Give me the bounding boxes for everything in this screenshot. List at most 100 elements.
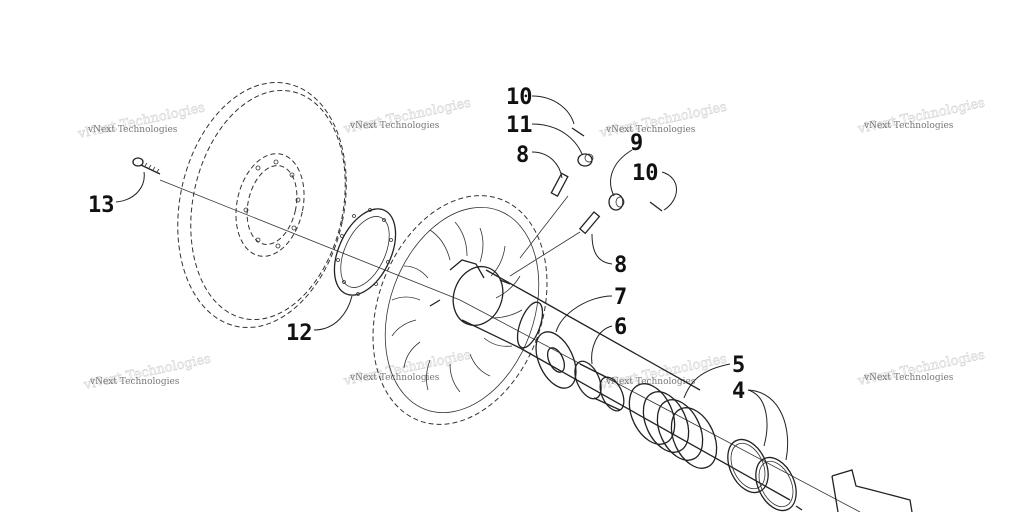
spring-coil xyxy=(628,383,676,445)
cam-tab xyxy=(795,505,803,511)
callout-7: 7 xyxy=(614,285,627,310)
watermark-8: vNext Technologies vNext Technologies xyxy=(855,347,986,389)
hole xyxy=(389,238,393,242)
vane xyxy=(449,363,461,393)
part-11-roller xyxy=(577,153,594,167)
washer-inner xyxy=(546,347,566,373)
leader-4-b xyxy=(747,389,789,461)
watermark-text-3: vNext Technologies xyxy=(605,125,696,135)
pin-body xyxy=(649,201,663,212)
bushing-back xyxy=(599,376,625,412)
leader-12 xyxy=(313,295,353,331)
vane xyxy=(391,296,421,301)
hole xyxy=(243,207,249,213)
part-shaft xyxy=(519,299,791,501)
vane xyxy=(483,337,513,347)
watermark-ghost-1: vNext Technologies xyxy=(76,100,206,142)
bolt-shank xyxy=(140,164,161,175)
sheave-hub-outer xyxy=(235,153,305,257)
part-cam-bracket xyxy=(795,469,913,512)
vane xyxy=(426,359,431,391)
leader-6 xyxy=(591,325,613,365)
watermark-2: vNext Technologies vNext Technologies xyxy=(341,95,472,138)
part-moveable-sheave xyxy=(372,195,548,425)
hole xyxy=(374,282,378,286)
callout-6: 6 xyxy=(614,315,627,340)
watermark-1: vNext Technologies vNext Technologies xyxy=(75,100,206,142)
hole xyxy=(336,258,340,262)
leader-4-a xyxy=(747,389,768,447)
ring-b-inner xyxy=(758,460,794,508)
watermark-text-5: vNext Technologies xyxy=(89,377,180,387)
gasket-outer xyxy=(333,208,397,296)
vane xyxy=(479,227,484,263)
sheave-face xyxy=(384,206,540,414)
leader-8a xyxy=(531,151,563,179)
gasket-inner xyxy=(340,216,390,288)
hole xyxy=(255,237,261,243)
hole xyxy=(255,165,261,171)
part-6-bushing xyxy=(574,360,625,412)
spring-coil xyxy=(656,399,704,461)
leader-11 xyxy=(531,123,583,155)
vane xyxy=(429,229,451,261)
hole xyxy=(342,280,346,284)
part-13-bolt xyxy=(132,157,161,175)
watermark-text-6: vNext Technologies xyxy=(349,373,440,383)
roller-face xyxy=(615,196,625,208)
callout-8-lower: 8 xyxy=(614,253,627,278)
watermark-text-2: vNext Technologies xyxy=(349,121,440,131)
watermark-ghost-6: vNext Technologies xyxy=(342,348,472,390)
watermark-ghost-5: vNext Technologies xyxy=(82,352,212,394)
shaft-end xyxy=(516,301,544,349)
watermark-text-4: vNext Technologies xyxy=(863,121,954,131)
hole xyxy=(273,159,279,165)
hole xyxy=(289,172,295,178)
callout-9: 9 xyxy=(630,131,643,156)
watermark-7: vNext Technologies vNext Technologies xyxy=(597,351,728,394)
vane xyxy=(469,353,491,377)
pin-body xyxy=(578,211,601,235)
watermark-ghost-3: vNext Technologies xyxy=(598,100,728,142)
leader-lines xyxy=(115,95,789,461)
leader-13 xyxy=(115,171,145,203)
watermark-5: vNext Technologies vNext Technologies xyxy=(81,351,212,394)
vane xyxy=(454,221,468,257)
watermark-4: vNext Technologies vNext Technologies xyxy=(855,95,986,137)
hole xyxy=(368,208,372,212)
vane xyxy=(403,341,421,369)
part-5-spring xyxy=(628,383,718,469)
bolt-head xyxy=(132,157,144,167)
leader-10b xyxy=(661,171,677,211)
spring-coil xyxy=(670,407,718,469)
callout-13: 13 xyxy=(88,193,115,218)
sheave-inner-rim xyxy=(190,89,346,321)
part-8-pin-lower xyxy=(509,211,601,277)
part-10-pin-right xyxy=(649,201,663,212)
watermark-ghost-2: vNext Technologies xyxy=(342,96,472,138)
hole xyxy=(356,292,360,296)
hole xyxy=(275,243,281,249)
leader-10a xyxy=(531,95,575,125)
spider-hub xyxy=(452,265,504,327)
sheave-outer-dashed xyxy=(372,195,548,425)
shaft-lower-edge xyxy=(519,347,791,501)
part-9-roller xyxy=(608,193,625,211)
bushing-front xyxy=(574,360,602,400)
watermark-text-8: vNext Technologies xyxy=(863,373,954,383)
pin-body xyxy=(550,172,569,197)
roller-body xyxy=(608,193,624,211)
watermark-text-7: vNext Technologies xyxy=(605,377,696,387)
leader-5 xyxy=(683,363,731,399)
hole xyxy=(352,214,356,218)
callout-4: 4 xyxy=(732,379,745,404)
spring-coil xyxy=(642,391,690,453)
sheave-bolt-holes xyxy=(243,159,301,249)
watermark-ghost-7: vNext Technologies xyxy=(598,352,728,394)
leader-8b xyxy=(591,233,613,265)
sheave-outer-rim xyxy=(177,82,347,328)
vane xyxy=(495,275,521,299)
hole xyxy=(340,234,344,238)
part-7-washer xyxy=(535,331,577,389)
